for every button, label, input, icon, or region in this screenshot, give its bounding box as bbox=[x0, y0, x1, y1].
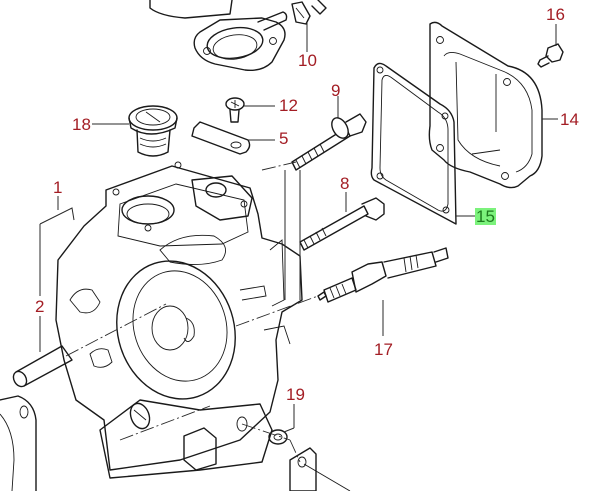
gasket-part bbox=[370, 62, 475, 225]
callout-16[interactable]: 16 bbox=[546, 5, 565, 24]
side-cover-part bbox=[0, 395, 37, 491]
plate-part bbox=[191, 121, 275, 155]
callout-18[interactable]: 18 bbox=[72, 115, 91, 134]
callout-5[interactable]: 5 bbox=[279, 129, 289, 148]
callout-8[interactable]: 8 bbox=[340, 174, 350, 193]
callout-19[interactable]: 19 bbox=[286, 385, 305, 404]
bracket-part bbox=[289, 447, 351, 491]
callout-10[interactable]: 10 bbox=[298, 51, 317, 70]
bolt-short-part bbox=[299, 192, 385, 251]
callout-9[interactable]: 9 bbox=[331, 81, 341, 100]
cylinder-head-part bbox=[55, 161, 303, 479]
leader-lines bbox=[39, 170, 301, 352]
cover-bolt-part bbox=[537, 24, 564, 68]
thermostat-part bbox=[92, 105, 178, 157]
callout-15-highlighted[interactable]: 15 bbox=[475, 207, 496, 226]
head-cover-part bbox=[428, 21, 558, 189]
assembly-axes bbox=[65, 161, 319, 463]
dowel-pin-part bbox=[12, 345, 73, 388]
thermostat-cover bbox=[149, 0, 288, 72]
clip-part bbox=[291, 0, 327, 52]
callout-12[interactable]: 12 bbox=[279, 96, 298, 115]
screw-part bbox=[225, 97, 275, 123]
spark-plug-part bbox=[317, 247, 449, 336]
callout-2[interactable]: 2 bbox=[35, 297, 45, 316]
callout-17[interactable]: 17 bbox=[374, 340, 393, 359]
bolt-long-part bbox=[291, 96, 367, 171]
callout-14[interactable]: 14 bbox=[560, 110, 579, 129]
washer-part bbox=[268, 404, 295, 445]
callout-1[interactable]: 1 bbox=[53, 178, 63, 197]
